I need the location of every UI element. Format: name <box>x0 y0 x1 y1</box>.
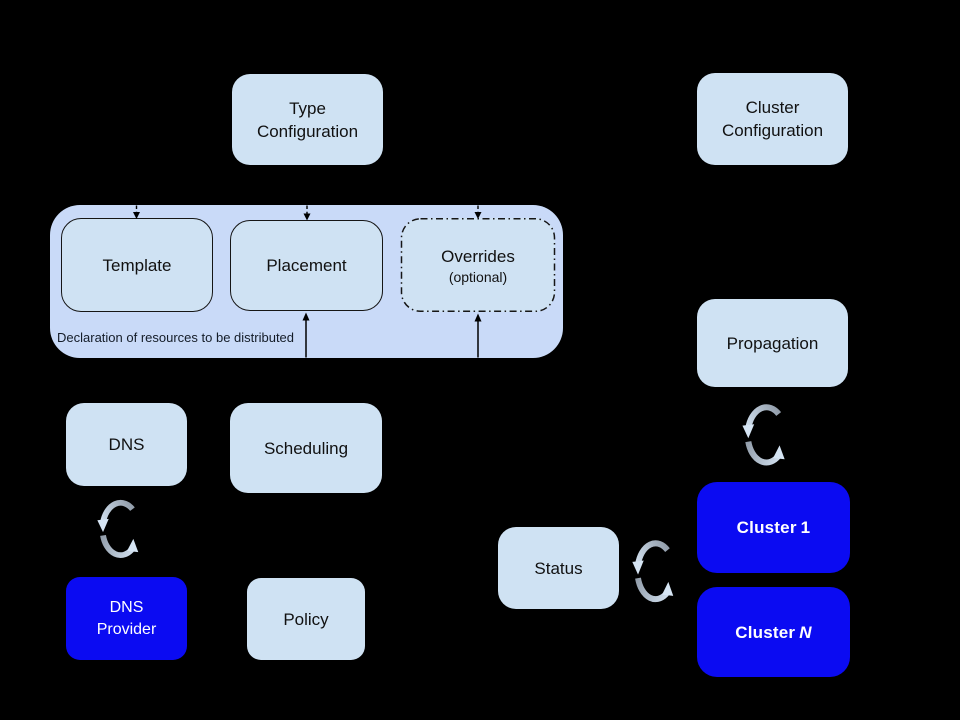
node-dns-provider-label-line1: DNS <box>109 598 144 616</box>
node-template-label: Template <box>102 255 172 275</box>
node-status: Status <box>498 527 619 609</box>
node-type-configuration-label-line2: Configuration <box>256 121 359 141</box>
declaration-caption: Declaration of resources to be distribut… <box>57 330 295 345</box>
node-scheduling: Scheduling <box>230 403 382 493</box>
node-template: Template <box>61 218 213 312</box>
node-dns-provider-label-line2: Provider <box>96 620 157 638</box>
node-overrides: Overrides (optional) <box>401 218 555 312</box>
node-status-label: Status <box>534 558 583 578</box>
sync-arrows-icon <box>632 543 673 599</box>
node-cluster-configuration-label-line1: Cluster <box>745 98 800 117</box>
node-dns: DNS <box>66 403 187 486</box>
node-scheduling-label: Scheduling <box>263 438 349 458</box>
node-propagation: Propagation <box>697 299 848 387</box>
node-propagation-label: Propagation <box>726 333 819 353</box>
node-dns-label: DNS <box>108 435 145 454</box>
node-overrides-sublabel: (optional) <box>448 268 508 285</box>
node-policy: Policy <box>247 578 365 660</box>
node-policy-label: Policy <box>283 609 329 629</box>
sync-arrows-icon <box>97 503 138 555</box>
node-overrides-label: Overrides <box>441 246 515 266</box>
node-cluster-configuration-label-line2: Configuration <box>721 121 824 140</box>
cluster-n-suffix: N <box>799 622 812 642</box>
node-dns-provider: DNS Provider <box>66 577 187 660</box>
node-placement: Placement <box>230 220 383 311</box>
cluster-n-prefix: Cluster <box>735 622 796 642</box>
node-type-configuration-label-line1: Type <box>289 98 326 118</box>
cluster-1-suffix: 1 <box>800 518 811 537</box>
node-cluster-configuration: Cluster Configuration <box>697 73 848 165</box>
node-placement-label: Placement <box>266 256 347 275</box>
sync-arrows-icon <box>742 407 784 462</box>
node-type-configuration: Type Configuration <box>232 74 383 165</box>
cluster-1-prefix: Cluster <box>736 518 797 537</box>
